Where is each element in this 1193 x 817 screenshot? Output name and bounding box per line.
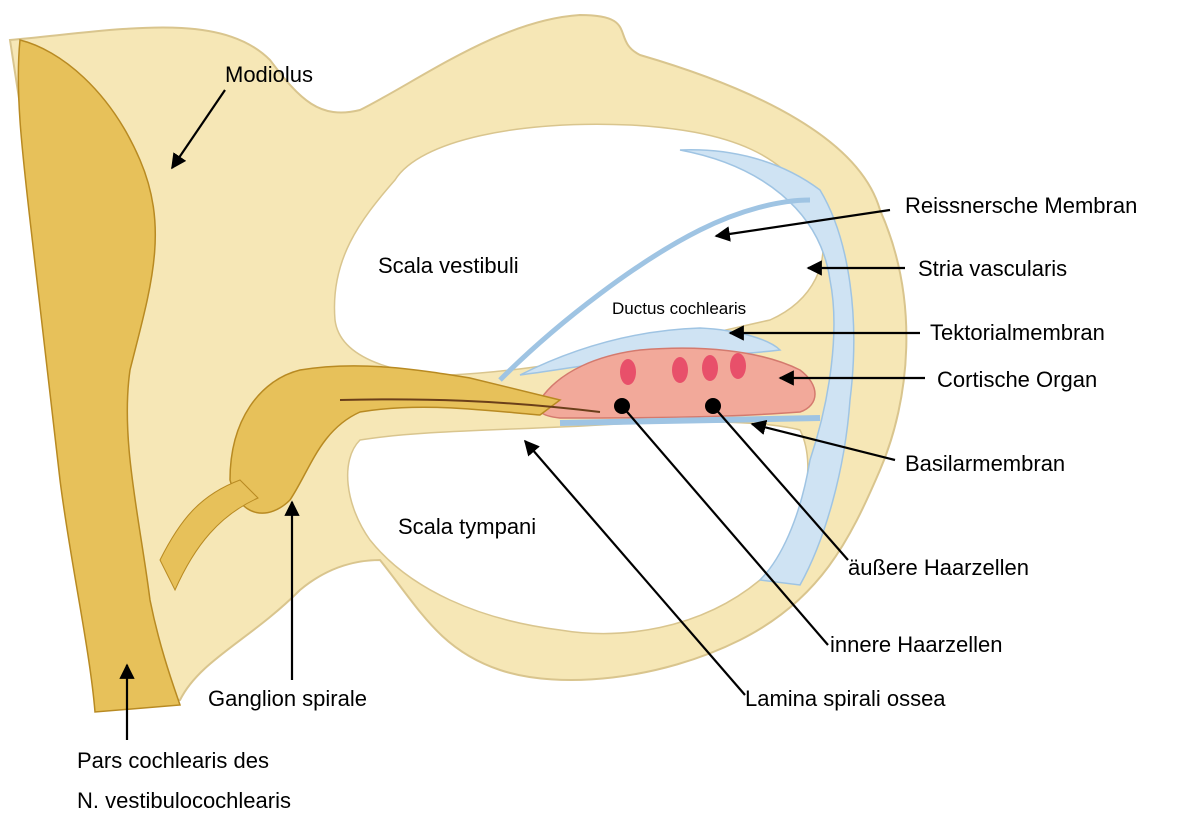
label-basilar: Basilarmembran (905, 453, 1065, 475)
label-reissner: Reissnersche Membran (905, 195, 1137, 217)
label-pars-line2: N. vestibulocochlearis (77, 790, 291, 812)
label-ductus: Ductus cochlearis (612, 300, 746, 317)
label-pars-line1: Pars cochlearis des (77, 750, 269, 772)
label-scala-vestibuli: Scala vestibuli (378, 255, 519, 277)
label-modiolus: Modiolus (225, 64, 313, 86)
label-stria: Stria vascularis (918, 258, 1067, 280)
label-ganglion: Ganglion spirale (208, 688, 367, 710)
label-lamina: Lamina spirali ossea (745, 688, 946, 710)
label-aussere: äußere Haarzellen (848, 557, 1029, 579)
label-tektorial: Tektorialmembran (930, 322, 1105, 344)
label-scala-tympani: Scala tympani (398, 516, 536, 538)
label-innere: innere Haarzellen (830, 634, 1002, 656)
label-corti: Cortische Organ (937, 369, 1097, 391)
